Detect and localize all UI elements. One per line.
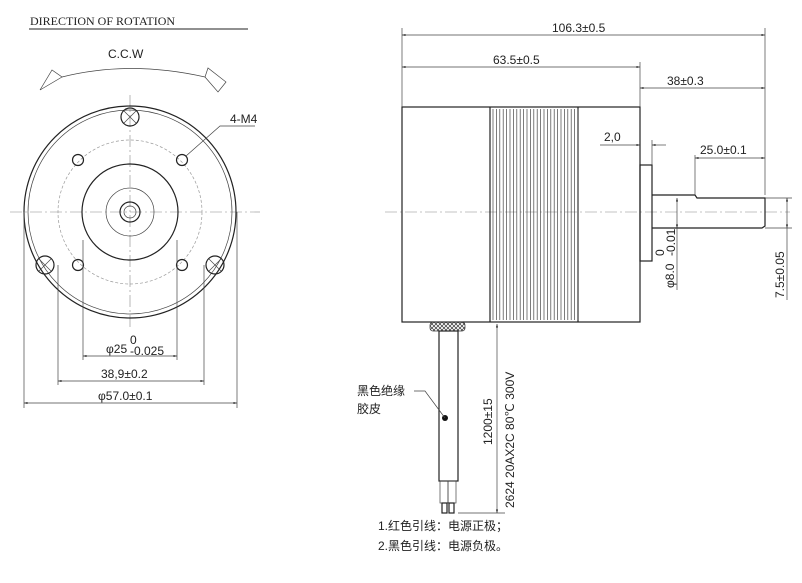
insulation-label-line2: 胶皮 bbox=[357, 401, 381, 416]
cable-spec: 2624 20AX2C 80℃ 300V bbox=[503, 372, 517, 508]
shaft-seat-tol-lower: -0.025 bbox=[130, 344, 164, 358]
shaft-diameter: φ8.0 bbox=[663, 263, 677, 288]
outer-diameter: φ57.0±0.1 bbox=[98, 389, 153, 403]
side-dimensions bbox=[402, 33, 792, 300]
body-length: 63.5±0.5 bbox=[493, 53, 540, 67]
flange-thickness: 2,0 bbox=[604, 130, 621, 144]
shaft-seat-dia: φ25 bbox=[106, 342, 127, 356]
shaft-seat-tol-upper: 0 bbox=[130, 333, 137, 347]
rotation-title: DIRECTION OF ROTATION bbox=[30, 14, 175, 28]
holes-label: 4-M4 bbox=[230, 112, 258, 126]
total-length: 106.3±0.5 bbox=[552, 21, 606, 35]
flat-height: 7.5±0.05 bbox=[773, 251, 787, 298]
rotation-direction: C.C.W bbox=[108, 47, 144, 61]
front-view bbox=[10, 95, 260, 330]
cable-length: 1200±15 bbox=[481, 398, 495, 445]
shaft-dia-tol-upper: 0 bbox=[653, 249, 667, 256]
insulation-label-line1: 黑色绝缘 bbox=[357, 383, 405, 398]
shaft-dia-tol-lower: -0.01 bbox=[664, 228, 678, 256]
screw-icon bbox=[35, 255, 55, 275]
rotation-arc bbox=[61, 68, 206, 78]
front-dimensions bbox=[23, 212, 238, 408]
shaft-length: 38±0.3 bbox=[667, 74, 704, 88]
side-view bbox=[385, 28, 790, 323]
cable bbox=[414, 321, 505, 514]
screw-icon bbox=[205, 255, 225, 275]
rotation-arrow-icon bbox=[39, 67, 227, 93]
flat-length: 25.0±0.1 bbox=[700, 143, 747, 157]
note-1: 1.红色引线：电源正极； bbox=[378, 518, 508, 533]
note-2: 2.黑色引线：电源负极。 bbox=[378, 539, 508, 553]
screw-icon bbox=[120, 107, 140, 127]
hole-spacing: 38,9±0.2 bbox=[101, 367, 148, 381]
